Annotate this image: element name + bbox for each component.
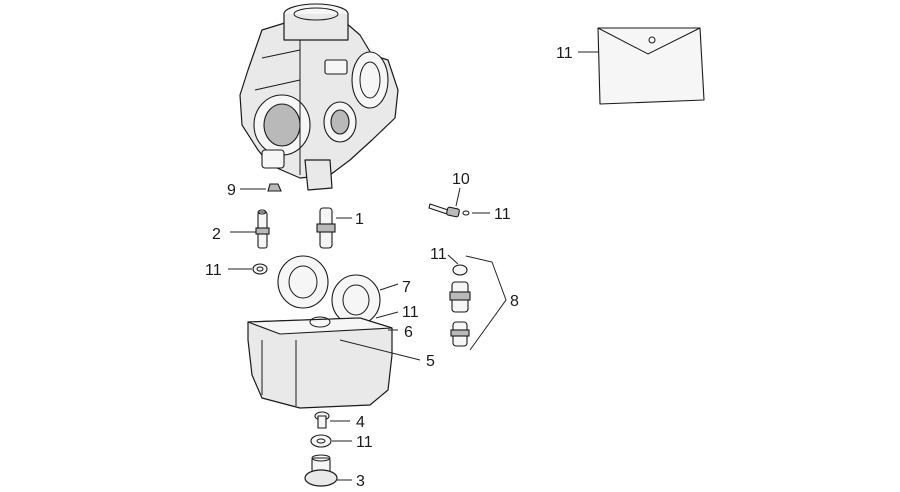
callout-5: 5 xyxy=(426,353,435,370)
callout-1: 1 xyxy=(355,211,364,228)
jet-tube-icon xyxy=(255,209,270,249)
washer-bottom-icon xyxy=(310,434,332,448)
callout-11-left: 11 xyxy=(205,262,222,279)
washer-left-icon xyxy=(252,263,268,275)
callout-10: 10 xyxy=(452,171,470,188)
needle-jet-icon xyxy=(316,207,336,249)
plug-icon xyxy=(267,183,282,192)
drain-plug-icon xyxy=(304,454,338,487)
callout-9: 9 xyxy=(227,182,236,199)
callout-11-bowl: 11 xyxy=(402,304,419,321)
carburetor-body-icon xyxy=(239,3,399,191)
callout-11-bottom: 11 xyxy=(356,434,373,451)
callout-7: 7 xyxy=(402,279,411,296)
callout-11-right: 11 xyxy=(430,246,447,263)
callout-2: 2 xyxy=(212,226,221,243)
callout-4: 4 xyxy=(356,414,365,431)
callout-11-jet: 11 xyxy=(494,206,511,223)
float-bowl-icon xyxy=(247,316,393,409)
gasket-bag-icon xyxy=(597,27,705,105)
callout-8: 8 xyxy=(510,293,519,310)
callout-11-bag: 11 xyxy=(556,45,573,62)
pilot-screw-icon xyxy=(428,203,470,218)
callout-6: 6 xyxy=(404,324,413,341)
drain-screw-icon xyxy=(314,411,330,429)
callout-3: 3 xyxy=(356,473,365,490)
float-icon xyxy=(277,255,381,326)
jet-group-icon xyxy=(449,264,471,347)
